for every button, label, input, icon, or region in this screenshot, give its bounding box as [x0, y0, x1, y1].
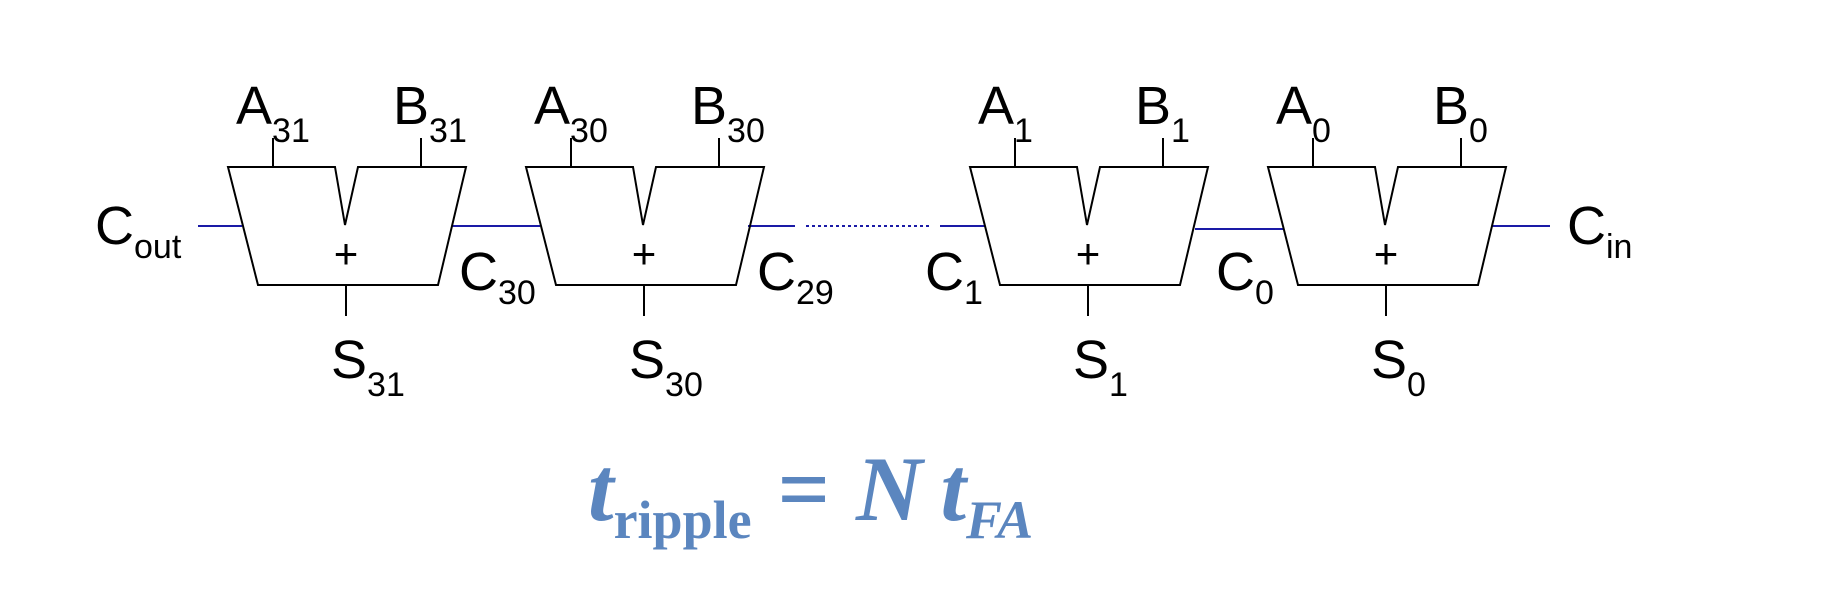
input-a-label: A30: [534, 76, 608, 150]
eq-t-fa: t: [940, 438, 968, 540]
adder-op: +: [334, 230, 359, 277]
input-b-label: B1: [1135, 76, 1190, 150]
carry-out-label: Cout: [95, 196, 182, 266]
carry-1-label: C1: [925, 242, 983, 312]
full-adder-0: + A0 B0 S0: [1266, 76, 1508, 404]
full-adder-31: + A31 B31 S31: [226, 76, 468, 404]
full-adder-1: + A1 B1 S1: [968, 76, 1210, 404]
carry-29-label: C29: [757, 242, 834, 312]
eq-n: N: [855, 438, 926, 540]
adder-op: +: [1076, 230, 1101, 277]
adder-shape: [968, 166, 1210, 286]
eq-equals: =: [778, 438, 830, 540]
input-b-label: B30: [691, 76, 765, 150]
eq-t: t: [588, 438, 616, 540]
full-adder-30: + A30 B30 S30: [524, 76, 766, 404]
sum-label: S31: [331, 330, 405, 404]
adder-shape: [226, 166, 468, 286]
input-b-label: B31: [393, 76, 467, 150]
sum-label: S0: [1371, 330, 1426, 404]
input-a-label: A31: [236, 76, 310, 150]
sum-label: S30: [629, 330, 703, 404]
carry-in-label: Cin: [1567, 196, 1632, 266]
input-a-label: A0: [1276, 76, 1331, 150]
input-b-label: B0: [1433, 76, 1488, 150]
adder-op: +: [1374, 230, 1399, 277]
adder-op: +: [632, 230, 657, 277]
input-a-label: A1: [978, 76, 1033, 150]
eq-ripple-sub: ripple: [614, 490, 752, 550]
carry-wires: [198, 225, 1550, 230]
carry-0-label: C0: [1216, 242, 1274, 312]
adder-shape: [524, 166, 766, 286]
adder-shape: [1266, 166, 1508, 286]
carry-30-label: C30: [459, 242, 536, 312]
eq-fa-sub: FA: [965, 490, 1033, 550]
sum-label: S1: [1073, 330, 1128, 404]
